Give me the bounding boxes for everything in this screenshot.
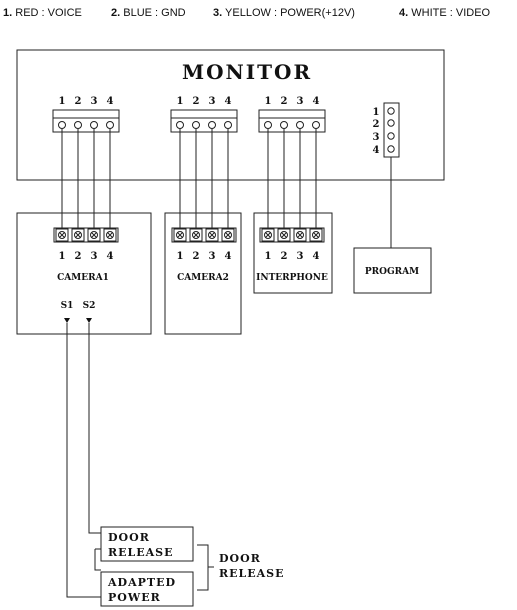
pin-label: 3 xyxy=(297,96,304,107)
program-pin xyxy=(387,132,395,140)
pin-label: 4 xyxy=(313,251,320,262)
wire-legend: 1. RED : VOICE 2. BLUE : GND 3. YELLOW :… xyxy=(3,7,491,19)
pin-label: 2 xyxy=(193,96,200,107)
camera2-label: CAMERA2 xyxy=(177,273,229,283)
program-pin xyxy=(387,145,395,153)
legend-item-2: 2. BLUE : GND xyxy=(111,7,186,19)
terminal-screw xyxy=(90,121,98,129)
pin-label: 3 xyxy=(91,96,98,107)
door-release-line2: RELEASE xyxy=(108,546,174,559)
wire-s2-door-release xyxy=(88,323,101,534)
pin-label: 4 xyxy=(107,96,114,107)
pin-label: 4 xyxy=(225,96,232,107)
terminal-block xyxy=(52,109,120,133)
terminal-block xyxy=(258,109,326,133)
pin-label: 4 xyxy=(313,96,320,107)
program-pin xyxy=(387,119,395,127)
program-pin-label: 2 xyxy=(373,119,380,130)
switch-s2-terminal xyxy=(86,318,92,323)
camera1-label: CAMERA1 xyxy=(57,273,109,283)
pin-label: 4 xyxy=(107,251,114,262)
switch-s2-label: S2 xyxy=(83,301,96,311)
terminal-block xyxy=(170,109,238,133)
pin-label: 2 xyxy=(75,96,82,107)
terminal-block xyxy=(171,227,237,243)
program-pin xyxy=(387,107,395,115)
terminal-screw xyxy=(176,121,184,129)
door-release-box xyxy=(100,526,194,562)
pin-label: 4 xyxy=(225,251,232,262)
wire-s1-power xyxy=(66,323,101,598)
pin-label: 3 xyxy=(91,251,98,262)
pin-label: 3 xyxy=(209,96,216,107)
legend-item-1: 1. RED : VOICE xyxy=(3,7,82,19)
pin-label: 1 xyxy=(177,96,184,107)
terminal-block xyxy=(53,227,119,243)
terminal-screw xyxy=(74,121,82,129)
terminal-screw xyxy=(58,121,66,129)
door-release-group-line2: RELEASE xyxy=(219,567,285,580)
program-pin-label: 1 xyxy=(373,107,380,118)
adapted-power-box xyxy=(100,571,194,607)
pin-label: 3 xyxy=(297,251,304,262)
terminal-screw xyxy=(106,121,114,129)
terminal-screw xyxy=(296,121,304,129)
door-release-bracket xyxy=(197,544,214,591)
door-release-group-line1: DOOR xyxy=(219,552,261,565)
terminal-screw xyxy=(192,121,200,129)
pin-label: 1 xyxy=(177,251,184,262)
terminal-block xyxy=(259,227,325,243)
wires xyxy=(61,129,392,248)
switch-s1-label: S1 xyxy=(61,301,74,311)
legend-item-3: 3. YELLOW : POWER(+12V) xyxy=(213,7,355,19)
switch-s1-terminal xyxy=(64,318,70,323)
terminal-screw xyxy=(208,121,216,129)
terminal-screw xyxy=(264,121,272,129)
pin-label: 1 xyxy=(59,96,66,107)
pin-label: 3 xyxy=(209,251,216,262)
legend-item-4: 4. WHITE : VIDEO xyxy=(399,7,491,19)
terminal-screw xyxy=(312,121,320,129)
monitor-title: MONITOR xyxy=(182,60,312,84)
pin-label: 1 xyxy=(265,96,272,107)
pin-label: 2 xyxy=(193,251,200,262)
pin-label: 2 xyxy=(281,251,288,262)
pin-label: 2 xyxy=(281,96,288,107)
terminal-screw xyxy=(280,121,288,129)
program-label: PROGRAM xyxy=(365,267,419,277)
terminal-screw xyxy=(224,121,232,129)
adapted-power-line2: POWER xyxy=(108,591,161,604)
pin-label: 1 xyxy=(59,251,66,262)
program-box xyxy=(353,247,432,294)
wire-release-power-link xyxy=(94,549,101,571)
program-connector: 12 3 4 xyxy=(373,102,400,158)
door-release-line1: DOOR xyxy=(108,531,150,544)
adapted-power-line1: ADAPTED xyxy=(107,576,176,589)
interphone-label: INTERPHONE xyxy=(256,273,328,283)
pin-label: 1 xyxy=(265,251,272,262)
program-pin-label: 3 xyxy=(373,132,380,143)
interphone-box xyxy=(253,212,333,294)
pin-label: 2 xyxy=(75,251,82,262)
program-pin-label: 4 xyxy=(373,145,380,156)
